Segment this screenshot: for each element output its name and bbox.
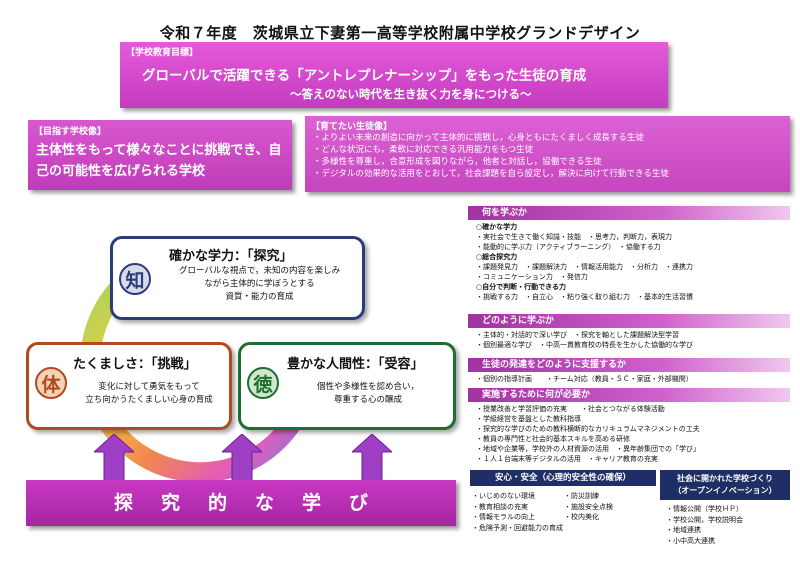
ideal-school-box: 【目指す学校像】 主体性をもって様々なことに挑戦でき、自己の可能性を広げられる学… [28,120,292,190]
requirements-heading: 実施するために何が必要か [468,388,790,402]
arrow-up-icon [352,434,392,482]
school-goal-tag: 【学校教育目標】 [126,48,199,58]
how-to-learn-list: ・主体的・対話的で深い学び ・探究を軸とした課題解決型学習 ・個別最適な学び ・… [476,331,693,349]
arrow-up-icon [94,434,134,482]
humanity-desc: 個性や多様性を認め合い， 尊重する心の醸成 [316,382,419,405]
ideal-student-item: ・よりよい未来の創造に向かって主体的に挑戦し，心身ともにたくましく成長する生徒 [313,133,644,143]
resilience-heading: たくましさ：「挑戦」 [73,357,197,372]
requirements-list: ・授業改善と学習評価の充実 ・社会とつながる体験活動 ・学級経営を基盤とした教科… [476,405,700,463]
academic-ability-panel: 知 確かな学力：「探究」 グローバルな視点で，未知の内容を楽しみ ながら主体的に… [110,236,365,320]
ideal-school-text: 主体性をもって様々なことに挑戦でき、自己の可能性を広げられる学校 [36,143,282,179]
what-to-learn-list: ○確かな学力 ・実社会で生きて働く知識・技能 ・思考力，判断力，表現力 ・能動的… [476,223,693,301]
ideal-student-item: ・どんな状況にも，柔軟に対応できる汎用能力をもつ生徒 [313,145,534,155]
inquiry-learning-bar: 探究的な学び [26,480,456,526]
resilience-desc: 変化に対して勇気をもって 立ち向かうたくましい心身の育成 [85,382,213,405]
arrow-up-icon [222,434,262,482]
support-list: ・個別の指導計画 ・チーム対応（教員・ＳＣ・家庭・外部機関） [476,375,693,383]
ideal-student-list: ・よりよい未来の創造に向かって主体的に挑戦し，心身ともにたくましく成長する生徒 … [313,132,669,180]
ideal-student-item: ・多様性を尊重し，合意形成を図りながら，他者と対話し，協働できる生徒 [313,157,602,167]
knowledge-kanji-icon: 知 [119,263,151,295]
academic-ability-desc: グローバルな視点で，未知の内容を楽しみ ながら主体的に学ぼうとする 資質・能力の… [178,266,341,302]
support-heading: 生徒の発達をどのように支援するか [468,358,790,372]
body-kanji-icon: 体 [35,367,67,399]
virtue-kanji-icon: 徳 [247,367,279,399]
ideal-student-tag: 【育てたい生徒像】 [311,122,393,132]
open-school-heading: 社会に開かれた学校づくり （オープンイノベーション） [660,470,790,500]
academic-ability-heading: 確かな学力：「探究」 [169,249,293,264]
resilience-panel: 体 たくましさ：「挑戦」 変化に対して勇気をもって 立ち向かうたくましい心身の育… [26,342,232,430]
page-title: 令和７年度 茨城県立下妻第一高等学校附属中学校グランドデザイン [159,24,641,42]
what-to-learn-heading: 何を学ぶか [468,206,790,220]
open-school-list: ・情報公開（学校ＨＰ） ・学校公開，学校説明会 ・地域連携 ・小中高大連携 [666,505,743,545]
humanity-panel: 徳 豊かな人間性：「受容」 個性や多様性を認め合い， 尊重する心の醸成 [238,342,456,430]
humanity-heading: 豊かな人間性：「受容」 [287,357,424,372]
ideal-student-box: 【育てたい生徒像】 ・よりよい未来の創造に向かって主体的に挑戦し，心身ともにたく… [305,116,790,192]
safety-heading: 安心・安全（心理的安全性の確保） [470,470,656,486]
school-goal-sub: ～答えのない時代を生き抜く力を身につける～ [290,87,532,101]
ideal-school-tag: 【目指す学校像】 [34,127,107,137]
school-goal-main: グローバルで活躍できる「アントレプレナーシップ」をもった生徒の育成 [142,68,587,84]
school-goal-box: 【学校教育目標】 グローバルで活躍できる「アントレプレナーシップ」をもった生徒の… [120,42,668,108]
how-to-learn-heading: どのように学ぶか [468,314,790,328]
ideal-student-item: ・デジタルの効果的な活用をとおして，社会課題を自ら設定し，解決に向けて行動できる… [313,169,669,179]
